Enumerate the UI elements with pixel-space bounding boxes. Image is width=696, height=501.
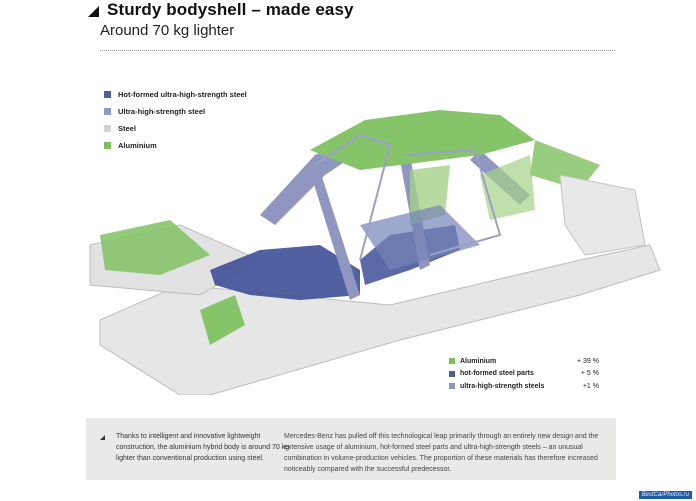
legend-swatch [104,107,111,115]
stat-swatch [449,383,455,390]
page-subtitle: Around 70 kg lighter [100,22,235,39]
stat-value: + 39 % [577,357,599,365]
header-divider [100,50,615,51]
page-title: Sturdy bodyshell – made easy [107,0,354,19]
info-details: Mercedes-Benz has pulled off this techno… [284,433,599,473]
legend-item-hot-formed: Hot-formed ultra-high-strength steel [104,86,247,102]
legend-label: Hot-formed ultra-high-strength steel [118,89,247,99]
triangle-bullet-icon [88,5,99,17]
stat-value: +1 % [582,382,599,390]
legend-item-aluminium: Aluminium [104,137,247,153]
stat-row-ultra-high-strength: ultra-high-strength steels +1 % [449,380,599,393]
stat-label: ultra-high-strength steels [460,382,545,390]
info-summary: Thanks to intelligent and innovative lig… [116,433,290,462]
legend-label: Aluminium [118,140,157,150]
legend-swatch [104,141,111,149]
legend-item-steel: Steel [104,120,247,136]
legend-swatch [104,90,111,98]
watermark: BestCarPhotos.ru [638,491,692,499]
header: Sturdy bodyshell – made easy Around 70 k… [88,0,354,39]
triangle-bullet-icon [100,435,105,440]
material-share-stats: Aluminium + 39 % hot-formed steel parts … [449,355,599,393]
stat-swatch [449,358,455,365]
info-panel: Thanks to intelligent and innovative lig… [86,418,616,480]
stat-swatch [449,370,455,377]
stat-row-hot-formed: hot-formed steel parts + 5 % [449,368,599,381]
legend-label: Steel [118,123,136,133]
bodyshell-illustration [89,110,661,395]
stat-row-aluminium: Aluminium + 39 % [449,355,599,368]
legend-item-ultra-high-strength: Ultra-high-strength steel [104,103,247,119]
stat-label: Aluminium [460,357,497,365]
stat-value: + 5 % [580,370,599,378]
material-legend: Hot-formed ultra-high-strength steel Ult… [104,86,247,154]
stat-label: hot-formed steel parts [460,370,534,378]
legend-swatch [104,124,111,132]
title-row: Sturdy bodyshell – made easy [88,0,354,20]
legend-label: Ultra-high-strength steel [118,106,206,116]
